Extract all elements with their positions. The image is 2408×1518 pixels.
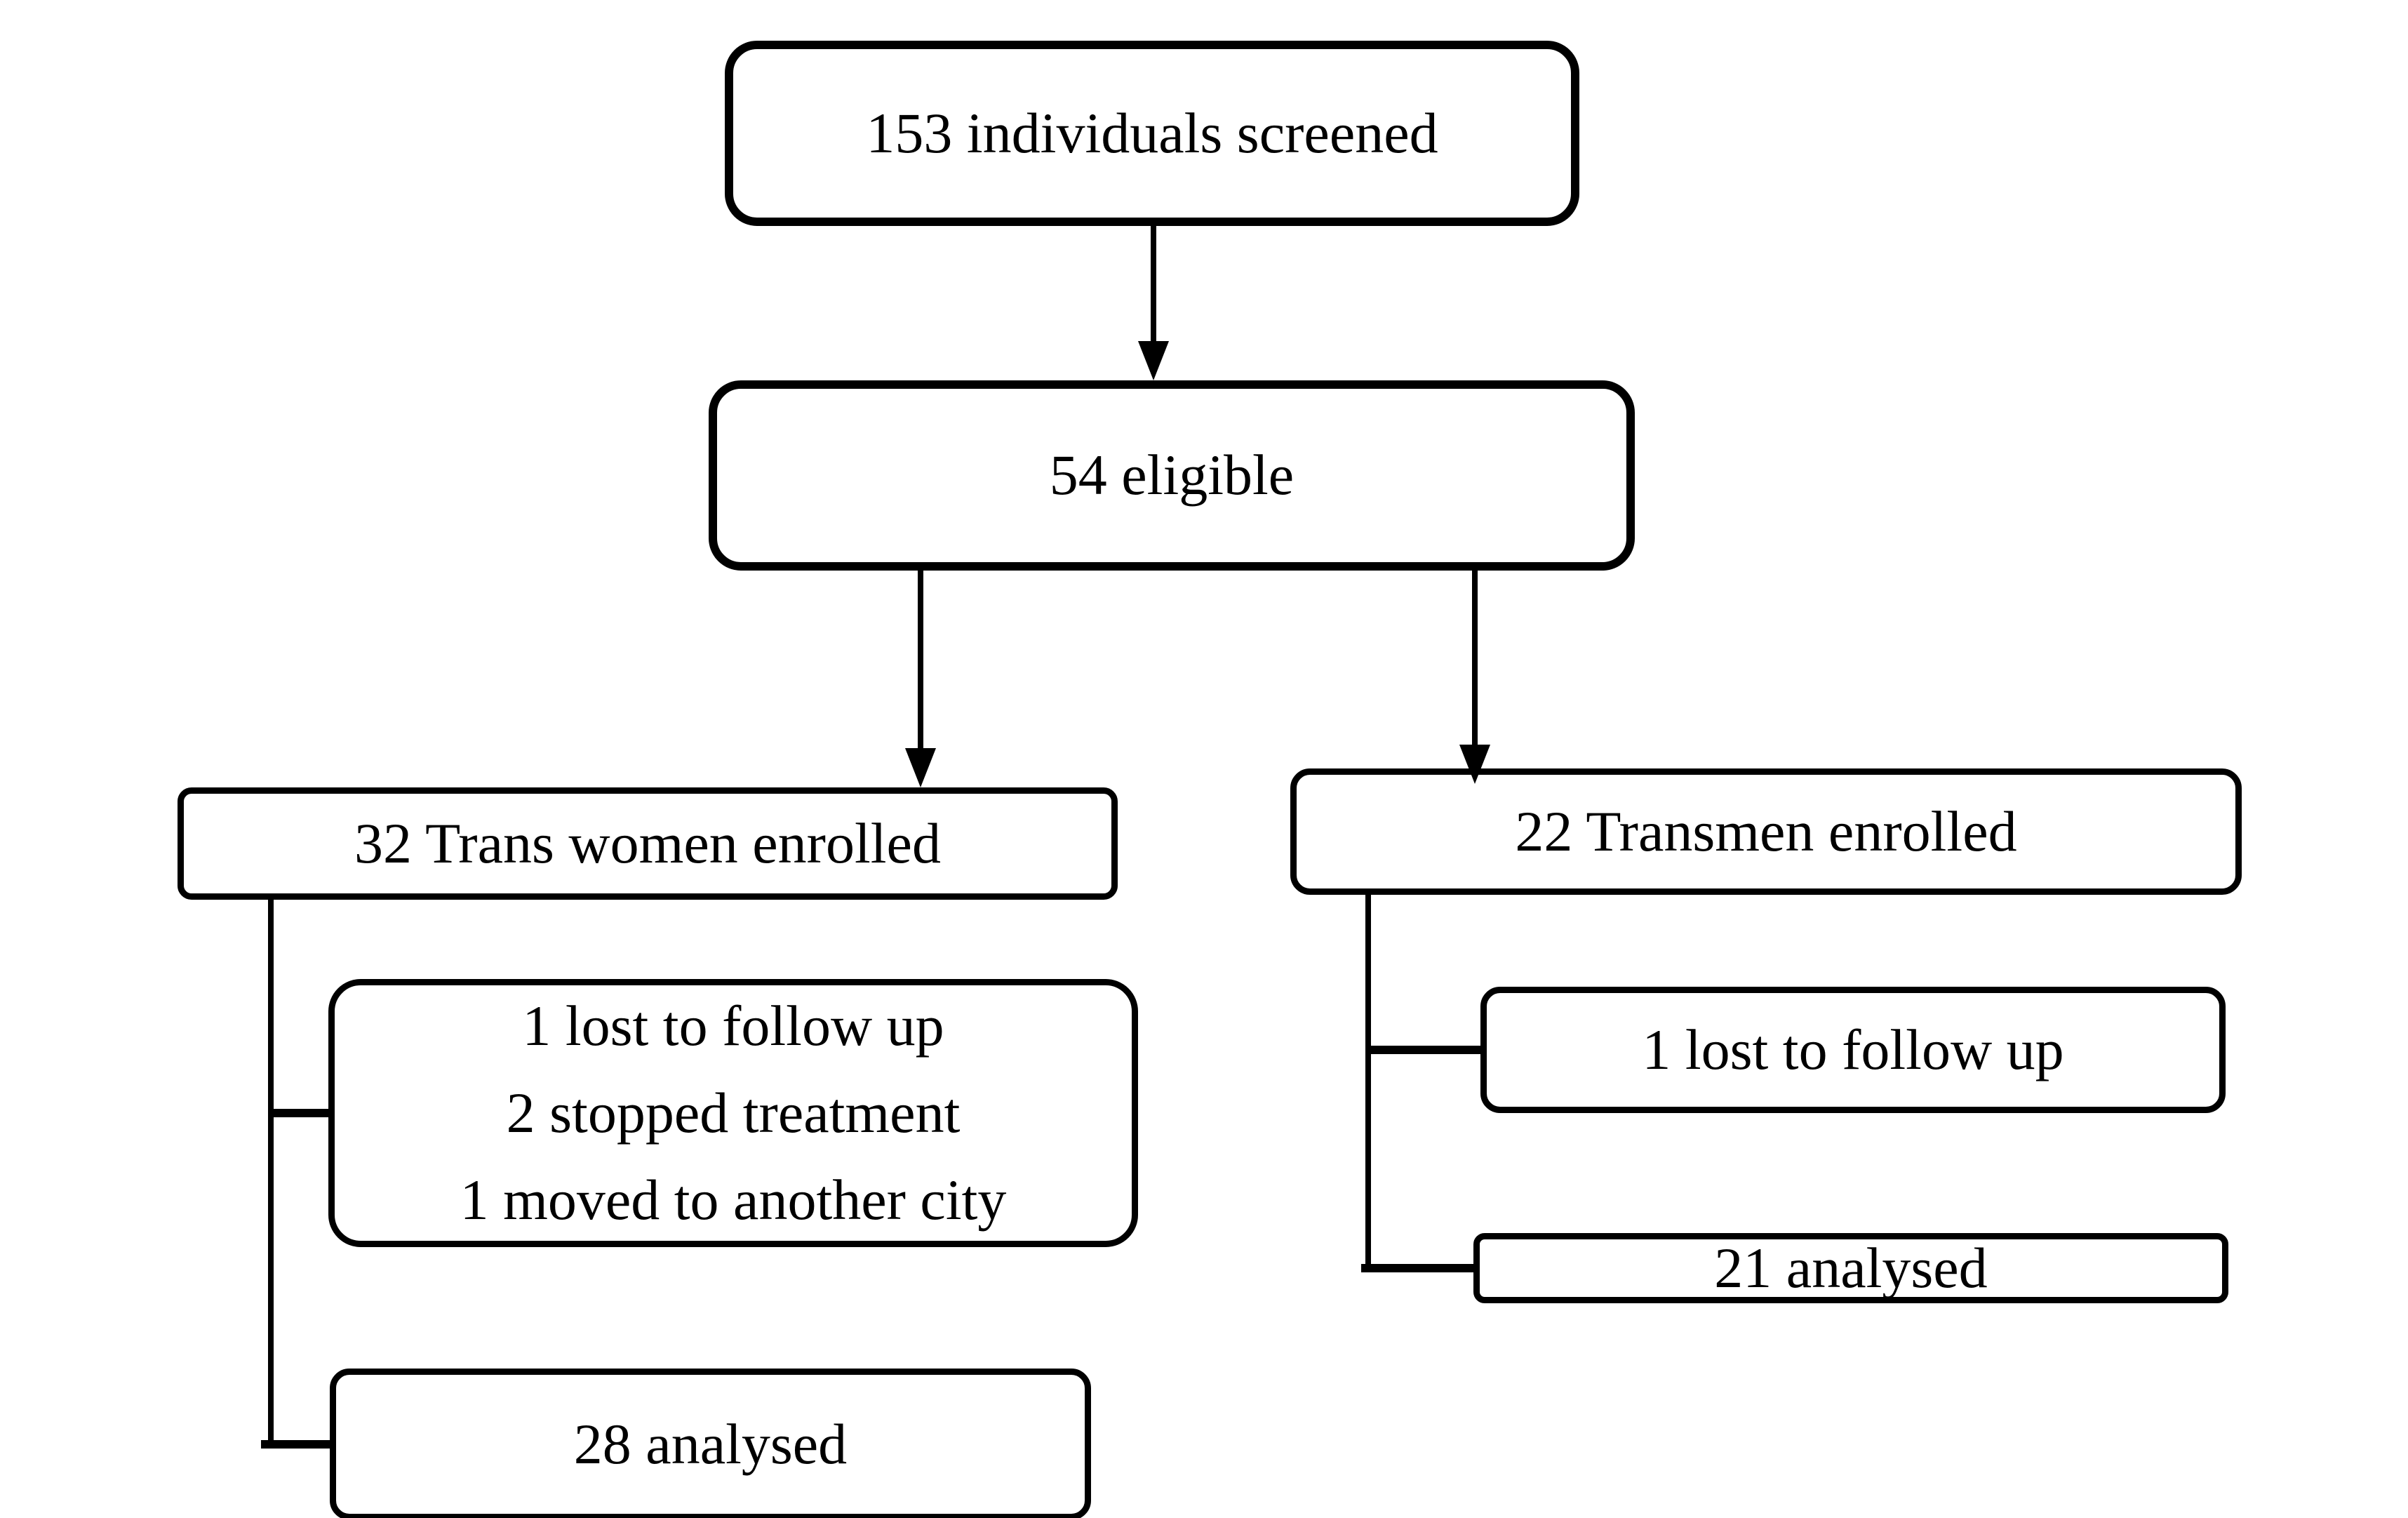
node-transwomen-analysed: 28 analysed — [330, 1369, 1091, 1518]
dropout-reason-line-1: 1 lost to follow up — [522, 994, 944, 1058]
connector-transwomen-branch-vertical — [268, 900, 274, 1449]
connector-transwomen-to-analysed-stub — [261, 1440, 333, 1449]
connector-transmen-branch-vertical — [1365, 895, 1371, 1272]
arrow-eligible-to-transwomen-head — [905, 748, 936, 787]
node-eligible: 54 eligible — [709, 380, 1635, 571]
connector-transwomen-to-dropout-stub — [268, 1109, 331, 1117]
node-transmen-enrolled-label: 22 Transmen enrolled — [1515, 799, 2017, 863]
node-transmen-lost-label: 1 lost to follow up — [1642, 1017, 2064, 1081]
node-transwomen-analysed-label: 28 analysed — [573, 1411, 848, 1476]
arrow-eligible-to-transwomen-line — [918, 571, 923, 750]
node-screened: 153 individuals screened — [725, 41, 1579, 226]
arrow-eligible-to-transmen-head — [1459, 745, 1490, 784]
node-transwomen-dropout-reasons: 1 lost to follow up 2 stopped treatment … — [328, 979, 1138, 1247]
connector-transmen-to-analysed-stub — [1361, 1264, 1476, 1272]
arrow-screened-to-eligible-head — [1138, 341, 1169, 380]
node-screened-label: 153 individuals screened — [866, 100, 1438, 165]
node-transmen-lost-to-follow-up: 1 lost to follow up — [1480, 987, 2226, 1113]
node-transwomen-enrolled-label: 32 Trans women enrolled — [354, 811, 941, 875]
arrow-eligible-to-transmen-line — [1472, 571, 1478, 746]
arrow-screened-to-eligible-line — [1151, 226, 1156, 344]
node-transmen-analysed: 21 analysed — [1473, 1233, 2228, 1303]
node-transwomen-enrolled: 32 Trans women enrolled — [178, 787, 1118, 900]
dropout-reason-line-3: 1 moved to another city — [460, 1168, 1007, 1232]
node-transmen-enrolled: 22 Transmen enrolled — [1290, 768, 2242, 895]
node-eligible-label: 54 eligible — [1049, 443, 1295, 507]
node-transmen-analysed-label: 21 analysed — [1714, 1235, 1988, 1300]
dropout-reason-line-2: 2 stopped treatment — [506, 1081, 961, 1145]
connector-transmen-to-lost-stub — [1368, 1046, 1483, 1054]
